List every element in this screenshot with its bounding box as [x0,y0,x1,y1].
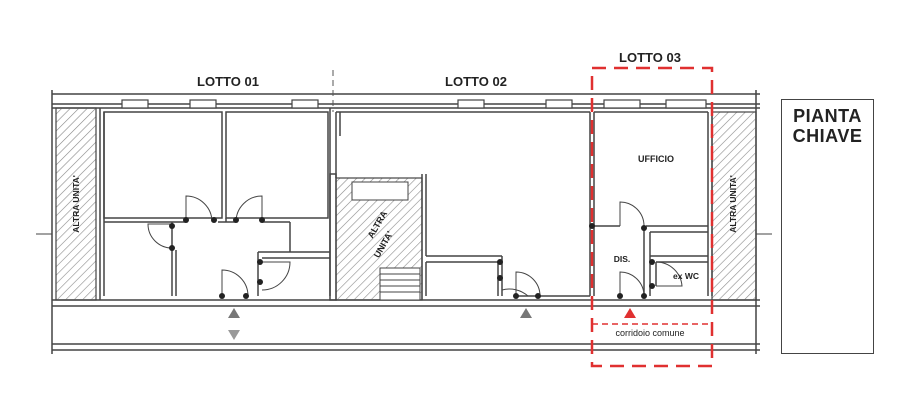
lotto01-label: LOTTO 01 [197,74,259,89]
corridor-label: corridoio comune [615,328,684,338]
stairs [351,181,421,301]
room-label-altra-right: ALTRA UNITA' [728,175,738,233]
lotto03-entry-arrow [624,308,636,318]
room-label-dis: DIS. [614,254,631,264]
building-outline [51,90,760,354]
windows [121,99,707,109]
hatched-units [55,107,757,301]
door-jambs [169,217,655,299]
room-label-altra-left: ALTRA UNITA' [71,175,81,233]
lotto03-label: LOTTO 03 [619,50,681,65]
room-label-ufficio: UFFICIO [638,154,674,164]
key-plan-title: PIANTA CHIAVE [792,106,863,146]
key-plan-box: PIANTA CHIAVE [781,99,874,354]
lotto02-label: LOTTO 02 [445,74,507,89]
entry-arrows [228,308,636,340]
lotto03-highlight [590,66,714,368]
door-swings [147,195,683,297]
room-label-ex-wc: ex WC [673,271,699,281]
